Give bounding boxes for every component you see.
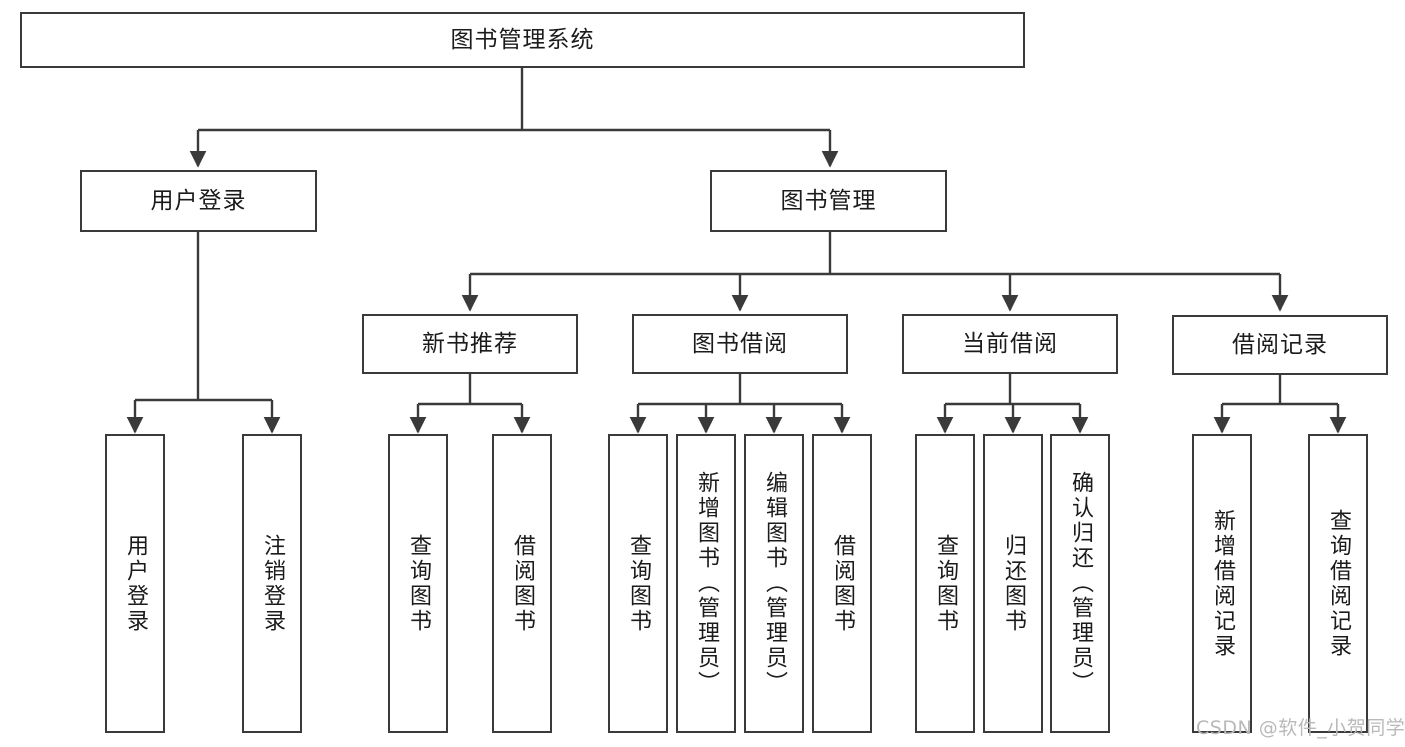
node-label: 注销登录	[260, 533, 285, 634]
leaf-user-login[interactable]: 用户登录	[105, 434, 165, 733]
node-label: 借阅图书	[510, 533, 535, 634]
csdn-watermark: CSDN @软件_小贺同学	[1196, 717, 1405, 739]
node-label: 查询图书	[406, 533, 431, 634]
leaf-logout[interactable]: 注销登录	[242, 434, 302, 733]
node-borrow-record[interactable]: 借阅记录	[1172, 315, 1388, 375]
node-root-system[interactable]: 图书管理系统	[20, 12, 1025, 68]
node-book-borrow[interactable]: 图书借阅	[632, 314, 848, 374]
node-label: 用户登录	[123, 533, 148, 634]
node-label: 新书推荐	[422, 330, 518, 357]
leaf-borrow-query-book[interactable]: 查询图书	[608, 434, 668, 733]
leaf-recommend-query-book[interactable]: 查询图书	[388, 434, 448, 733]
node-label: 图书管理	[780, 187, 877, 214]
node-label: 新增借阅记录	[1210, 508, 1235, 659]
node-label: 编辑图书（管理员）	[762, 471, 787, 696]
node-label: 图书借阅	[692, 330, 788, 357]
node-user-login[interactable]: 用户登录	[80, 170, 317, 232]
node-label: 当前借阅	[962, 330, 1058, 357]
node-label: 查询借阅记录	[1326, 508, 1351, 659]
node-label: 新增图书（管理员）	[694, 471, 719, 696]
leaf-record-add-record[interactable]: 新增借阅记录	[1192, 434, 1252, 733]
node-book-management[interactable]: 图书管理	[710, 170, 947, 232]
leaf-current-return-book[interactable]: 归还图书	[983, 434, 1043, 733]
node-label: 图书管理系统	[450, 26, 595, 53]
leaf-borrow-borrow-book[interactable]: 借阅图书	[812, 434, 872, 733]
node-new-book-recommend[interactable]: 新书推荐	[362, 314, 578, 374]
node-label: 借阅记录	[1232, 331, 1328, 358]
leaf-current-confirm-return-admin[interactable]: 确认归还（管理员）	[1050, 434, 1110, 733]
leaf-current-query-book[interactable]: 查询图书	[915, 434, 975, 733]
leaf-borrow-edit-book-admin[interactable]: 编辑图书（管理员）	[744, 434, 804, 733]
leaf-borrow-add-book-admin[interactable]: 新增图书（管理员）	[676, 434, 736, 733]
node-label: 查询图书	[933, 533, 958, 634]
node-label: 确认归还（管理员）	[1068, 471, 1093, 696]
node-label: 查询图书	[626, 533, 651, 634]
node-label: 用户登录	[150, 187, 247, 214]
node-label: 借阅图书	[830, 533, 855, 634]
node-current-borrow[interactable]: 当前借阅	[902, 314, 1118, 374]
node-label: 归还图书	[1001, 533, 1026, 634]
leaf-recommend-borrow-book[interactable]: 借阅图书	[492, 434, 552, 733]
leaf-record-query-record[interactable]: 查询借阅记录	[1308, 434, 1368, 733]
